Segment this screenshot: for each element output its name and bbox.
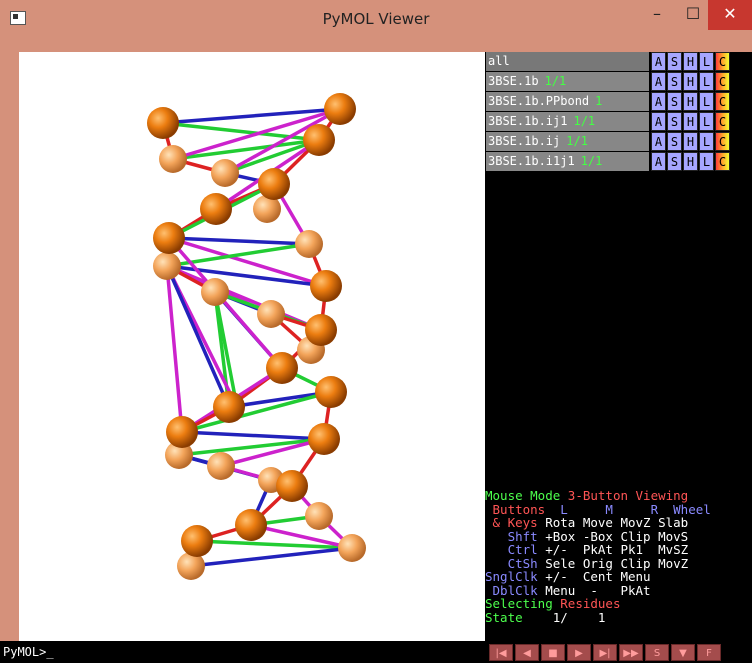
object-state: 1/1 — [544, 74, 567, 88]
hide-button[interactable]: H — [683, 72, 698, 91]
single-click-line: SnglClk +/- Cent Menu — [485, 569, 651, 584]
action-button[interactable]: A — [651, 132, 666, 151]
keys-line: & Keys Rota Move MovZ Slab — [485, 515, 689, 530]
action-button[interactable]: A — [651, 152, 666, 171]
action-button[interactable]: A — [651, 112, 666, 131]
show-button[interactable]: S — [667, 112, 682, 131]
atom-spheres — [147, 93, 366, 580]
object-row-all[interactable]: all A S H L C — [485, 52, 752, 71]
double-click-line: DblClk Menu - PkAt — [485, 582, 651, 598]
close-button[interactable]: ✕ — [708, 0, 752, 30]
label-button[interactable]: L — [699, 152, 714, 171]
maximize-button[interactable]: ☐ — [685, 4, 701, 23]
object-state: 1/1 — [573, 114, 596, 128]
label-button[interactable]: L — [699, 112, 714, 131]
color-button[interactable]: C — [715, 92, 730, 111]
play-button[interactable]: ▶ — [567, 644, 591, 661]
title-bar[interactable]: PyMOL Viewer – ☐ ✕ — [0, 0, 752, 46]
mouse-mode-line: Mouse Mode 3-Button Viewing — [485, 488, 689, 503]
hide-button[interactable]: H — [683, 92, 698, 111]
show-button[interactable]: S — [667, 132, 682, 151]
stop-button[interactable]: ■ — [541, 644, 565, 661]
color-button[interactable]: C — [715, 132, 730, 151]
step-back-button[interactable]: ◀ — [515, 644, 539, 661]
show-button[interactable]: S — [667, 152, 682, 171]
show-button[interactable]: S — [667, 52, 682, 71]
scene-button[interactable]: S — [645, 644, 669, 661]
action-button[interactable]: A — [651, 72, 666, 91]
ctrl-line: Ctrl +/- PkAt Pk1 MvSZ — [485, 542, 689, 557]
command-line-input[interactable]: PyMOL>_ — [0, 641, 485, 663]
minimize-button[interactable]: – — [653, 4, 661, 23]
object-state: 1/1 — [580, 154, 603, 168]
rewind-button[interactable]: |◀ — [489, 644, 513, 661]
object-state: 1/1 — [566, 134, 588, 148]
molecule-viewport[interactable] — [19, 52, 485, 641]
movie-controls: |◀ ◀ ■ ▶ ▶| ▶▶ S ▼ F — [485, 641, 752, 663]
buttons-line: Buttons L M R Wheel — [485, 501, 711, 517]
ctrl-shift-line: CtSh Sele Orig Clip MovZ — [485, 555, 689, 571]
hide-button[interactable]: H — [683, 112, 698, 131]
show-button[interactable]: S — [667, 92, 682, 111]
action-button[interactable]: A — [651, 92, 666, 111]
selecting-line[interactable]: Selecting Residues — [485, 596, 621, 611]
dropdown-button[interactable]: ▼ — [671, 644, 695, 661]
mouse-mode-panel[interactable]: Mouse Mode 3-Button Viewing Buttons L M … — [485, 489, 752, 624]
object-name[interactable]: all — [486, 52, 649, 71]
shift-line: Shft +Box -Box Clip MovS — [485, 528, 689, 544]
window-title: PyMOL Viewer — [322, 10, 430, 28]
show-button[interactable]: S — [667, 72, 682, 91]
object-state: 1 — [595, 94, 603, 108]
state-line: State 1/ 1 — [485, 609, 606, 625]
fullscreen-button[interactable]: F — [697, 644, 721, 661]
hide-button[interactable]: H — [683, 132, 698, 151]
app-icon[interactable] — [10, 11, 26, 25]
color-button[interactable]: C — [715, 152, 730, 171]
label-button[interactable]: L — [699, 52, 714, 71]
label-button[interactable]: L — [699, 132, 714, 151]
action-button[interactable]: A — [651, 52, 666, 71]
fast-forward-button[interactable]: ▶▶ — [619, 644, 643, 661]
hide-button[interactable]: H — [683, 52, 698, 71]
color-button[interactable]: C — [715, 112, 730, 131]
label-button[interactable]: L — [699, 92, 714, 111]
color-button[interactable]: C — [715, 72, 730, 91]
color-button[interactable]: C — [715, 52, 730, 71]
molecule-render[interactable] — [19, 52, 485, 641]
step-forward-button[interactable]: ▶| — [593, 644, 617, 661]
hide-button[interactable]: H — [683, 152, 698, 171]
label-button[interactable]: L — [699, 72, 714, 91]
